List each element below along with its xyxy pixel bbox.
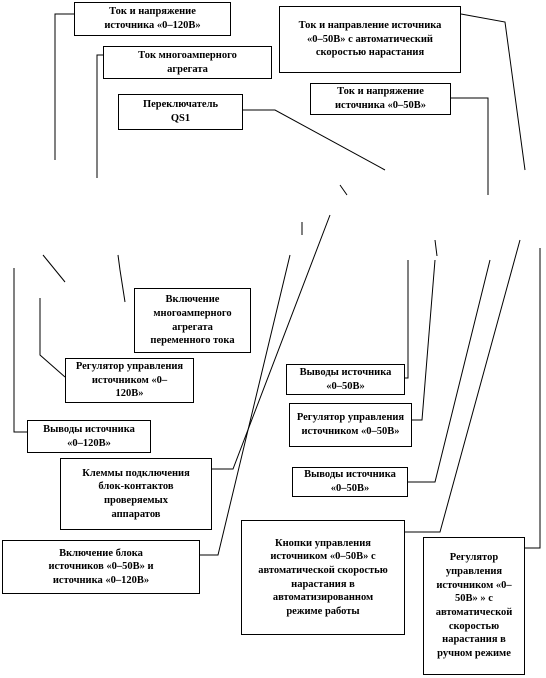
- label-text: Ток и направление источника «0–50В» с ав…: [298, 20, 442, 59]
- label-text: Переключатель QS1: [142, 99, 219, 124]
- label-text: Включение блока источников «0–50В» и ист…: [48, 547, 154, 586]
- label-text: Выводы источника «0–50В»: [304, 469, 396, 494]
- leader-line-50v-current: [451, 97, 489, 195]
- leader-line-outputs-120v: [13, 268, 27, 433]
- label-switch-qs1: Переключатель QS1: [118, 94, 243, 130]
- leader-line-regulator-50v-manual: [525, 248, 541, 549]
- label-text: Включение многоамперного агрегата переме…: [150, 294, 235, 347]
- label-text: Ток многоамперного агрегата: [138, 49, 237, 75]
- leader-line-outputs-50v-upper: [405, 260, 409, 379]
- leader-line-multi-ampere: [96, 54, 103, 178]
- leader-line-qs1: [243, 109, 386, 171]
- leader-line-outputs-50v-lower: [408, 259, 491, 483]
- label-multi-ampere-current: Ток многоамперного агрегата: [103, 46, 272, 79]
- label-enable-block-50v-120v: Включение блока источников «0–50В» и ист…: [2, 540, 200, 594]
- label-text: Кнопки управления источником «0–50В» с а…: [258, 537, 388, 617]
- label-source-120v-current-voltage: Ток и напряжение источника «0–120В»: [74, 2, 231, 36]
- label-outputs-50v-lower: Выводы источника «0–50В»: [292, 467, 408, 497]
- label-text: Выводы источника «0–50В»: [299, 366, 392, 392]
- label-text: Клеммы подключения блок-контактов провер…: [82, 467, 190, 520]
- label-regulator-120v: Регулятор управления источником «0– 120В…: [65, 358, 194, 403]
- label-outputs-50v-upper: Выводы источника «0–50В»: [286, 364, 405, 395]
- label-block-contact-terminals: Клеммы подключения блок-контактов провер…: [60, 458, 212, 530]
- label-outputs-120v: Выводы источника «0–120В»: [27, 420, 151, 453]
- label-text: Выводы источника «0–120В»: [43, 423, 135, 449]
- label-source-50v-auto-ramp: Ток и направление источника «0–50В» с ав…: [279, 6, 461, 73]
- label-text: Регулятор управления источником «0– 50В»…: [435, 552, 513, 659]
- leader-line-ac-on-b: [42, 254, 66, 283]
- label-regulator-50v: Регулятор управления источником «0–50В»: [289, 403, 412, 447]
- leader-line-ac-on-a: [117, 254, 126, 303]
- leader-stub-1: [339, 184, 348, 196]
- leader-line-buttons-50v: [405, 239, 521, 533]
- label-buttons-50v-auto: Кнопки управления источником «0–50В» с а…: [241, 520, 405, 635]
- label-regulator-50v-manual: Регулятор управления источником «0– 50В»…: [423, 537, 525, 675]
- leader-stub-3: [434, 239, 438, 257]
- label-text: Регулятор управления источником «0– 120В…: [75, 361, 184, 400]
- label-source-50v-current-voltage: Ток и напряжение источника «0–50В»: [310, 83, 451, 115]
- leader-line-enable-block: [200, 254, 291, 556]
- label-multi-ampere-ac-on: Включение многоамперного агрегата переме…: [134, 288, 251, 353]
- leader-line-regulator-50v: [412, 259, 436, 421]
- label-text: Ток и напряжение источника «0–120В»: [104, 6, 201, 31]
- leader-line-regulator-120v: [39, 298, 66, 378]
- leader-line-50v-auto: [460, 13, 526, 171]
- label-text: Регулятор управления источником «0–50В»: [296, 412, 405, 437]
- label-text: Ток и напряжение источника «0–50В»: [335, 86, 426, 111]
- leader-line-120v-current: [54, 13, 74, 160]
- leader-line-terminals: [212, 214, 331, 470]
